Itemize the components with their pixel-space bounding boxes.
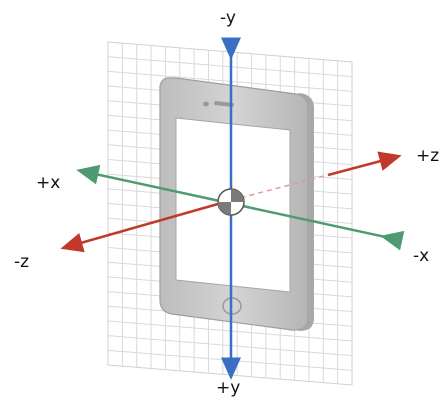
label-neg-x: -x [413,246,430,266]
label-pos-x: +x [36,173,61,193]
z-axis-line-front [60,198,233,253]
label-pos-y: +y [216,378,241,398]
z-axis-line-back [327,151,402,177]
label-neg-y: -y [220,8,236,28]
label-neg-z: -z [14,252,30,272]
origin-marker [217,188,245,216]
label-pos-z: +z [416,146,440,166]
